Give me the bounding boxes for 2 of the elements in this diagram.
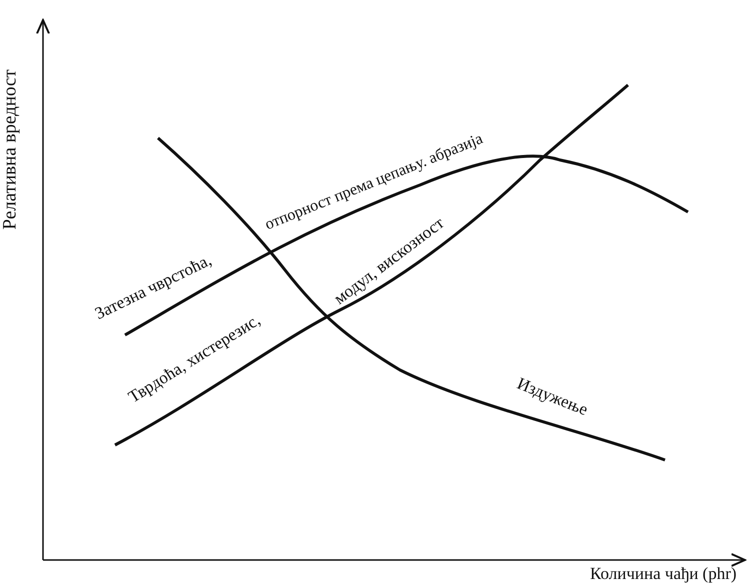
axis-title: Релативна вредност bbox=[0, 69, 20, 230]
axis-title: Количина чађи (phr) bbox=[590, 565, 737, 582]
